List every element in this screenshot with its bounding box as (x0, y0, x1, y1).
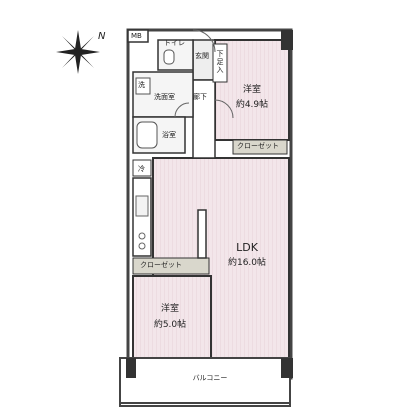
washroom-label: 洗面室 (154, 93, 175, 101)
western-room-1-name: 洋室 (242, 85, 262, 95)
hallway-area (192, 79, 216, 159)
room1-door-swing (214, 99, 234, 119)
washbasin-label: 洗 (138, 81, 145, 89)
entrance-label: 玄関 (195, 52, 209, 60)
closet-upper-label: クローゼット (237, 142, 279, 150)
ldk-name: LDK (236, 241, 258, 254)
fridge-label: 冷 (138, 165, 145, 173)
closet-lower-label: クローゼット (140, 261, 182, 269)
column-ne (281, 30, 293, 50)
western-room-2-floor (132, 275, 212, 359)
western-room-2-name: 洋室 (160, 304, 180, 314)
partition-wall (197, 209, 207, 259)
compass-icon (56, 30, 100, 74)
toilet-room (157, 39, 194, 71)
washbasin-unit (135, 77, 151, 95)
column-sw (126, 358, 136, 378)
shoe-storage (212, 43, 228, 83)
mb-box (127, 29, 149, 43)
closet-lower (132, 257, 210, 275)
closet-upper (232, 139, 288, 155)
kitchen-counter (132, 177, 152, 257)
sink (135, 195, 149, 217)
western-room-2-area: 約5.0帖 (153, 320, 187, 330)
hallway-label: 廊下 (193, 93, 207, 101)
bathtub (136, 121, 158, 149)
balcony-label: バルコニー (192, 374, 228, 382)
entrance-area (192, 39, 216, 81)
washroom-door-swing (174, 102, 190, 118)
fridge-space (132, 159, 152, 177)
toilet-fixture (163, 49, 175, 65)
bathroom-label: 浴室 (162, 131, 176, 139)
mb-label: MB (131, 32, 142, 40)
stove-burner-2 (138, 242, 146, 250)
ldk-area: 約16.0帖 (227, 258, 267, 268)
western-room-1-area: 約4.9帖 (235, 100, 269, 110)
entrance-door-swing (192, 29, 216, 53)
stove-burner (138, 232, 146, 240)
toilet-label: トイレ (164, 39, 185, 47)
compass-north-label: N (98, 31, 106, 42)
column-se (281, 358, 293, 378)
shoe-storage-label: 下足入 (216, 50, 224, 74)
balcony (119, 357, 291, 407)
